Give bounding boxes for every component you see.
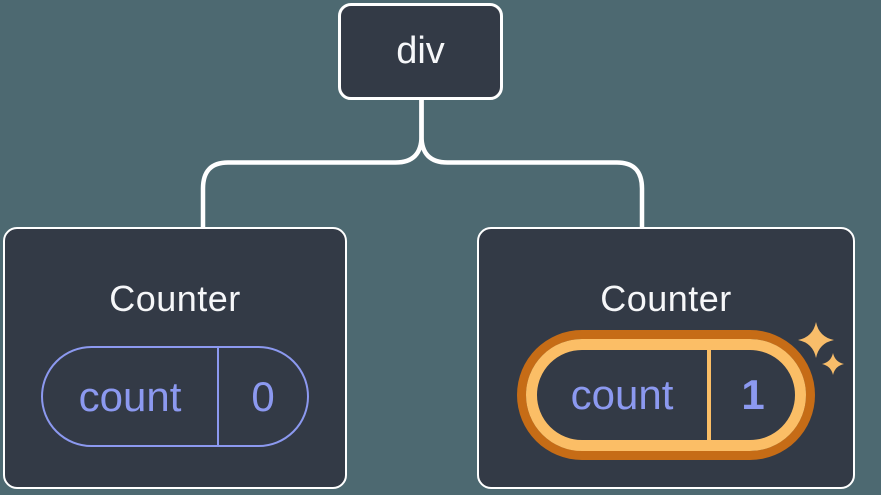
state-pill-highlighted: count 1 (526, 339, 806, 451)
counter-title: Counter (600, 278, 732, 319)
pill-divider (217, 348, 219, 445)
tree-root-node-div: div (338, 3, 503, 100)
sparkle-small (822, 353, 844, 375)
counter-title: Counter (109, 278, 241, 319)
connector-right-branch (419, 100, 645, 228)
state-key-label: count (570, 371, 674, 418)
counter-card-left: Counter count 0 (3, 227, 347, 489)
state-pill-plain: count 0 (41, 346, 309, 447)
state-value: 0 (251, 372, 275, 420)
state-value: 1 (741, 371, 765, 418)
state-key-label: count (78, 372, 182, 420)
pill-divider (707, 350, 711, 440)
connector-left-branch (200, 100, 424, 228)
root-node-label: div (396, 30, 445, 72)
counter-card-right: Counter count 1 (477, 227, 855, 489)
sparkle-large (798, 322, 834, 358)
sparkles-icon (798, 322, 844, 375)
